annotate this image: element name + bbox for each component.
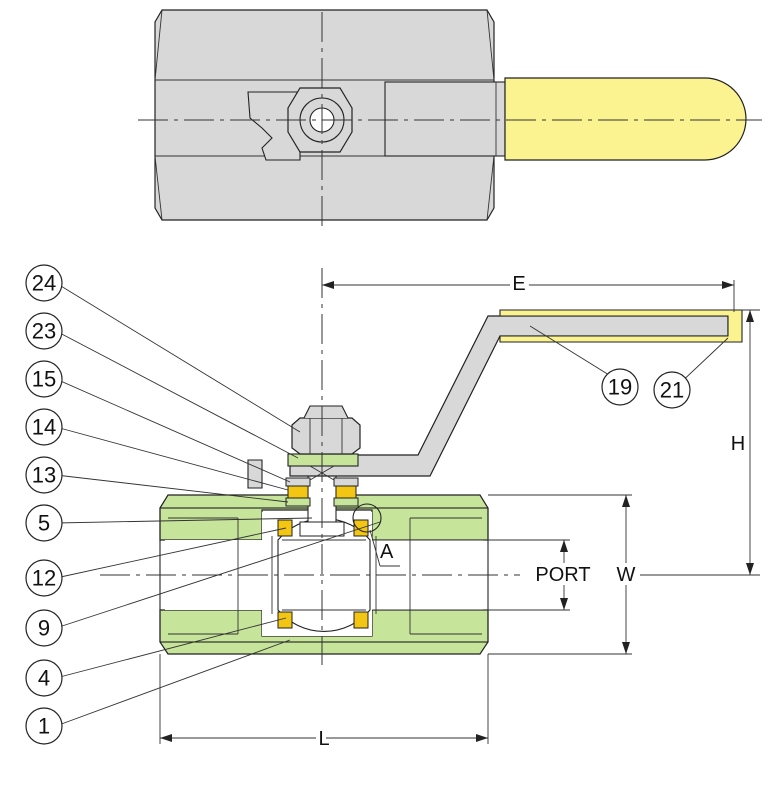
callout-21: 21 (653, 371, 691, 409)
callout-13: 13 (25, 456, 63, 494)
callout-24: 24 (25, 264, 63, 302)
svg-text:21: 21 (660, 378, 684, 403)
dimensions: E H W PORT L (159, 269, 760, 754)
svg-text:23: 23 (32, 319, 56, 344)
dimension-w-label: W (617, 564, 636, 586)
svg-text:24: 24 (32, 271, 56, 296)
callout-leaders (55, 282, 729, 727)
svg-text:19: 19 (608, 375, 632, 400)
handle-grip (499, 309, 743, 343)
svg-text:13: 13 (32, 463, 56, 488)
top-view-handle-grip (504, 77, 747, 161)
top-view (138, 9, 762, 232)
gland-packing-right (335, 485, 357, 499)
callout-19: 19 (601, 368, 639, 406)
svg-text:14: 14 (32, 415, 56, 440)
dimension-e-label: E (512, 273, 525, 295)
gland-packing-left (287, 485, 309, 499)
callout-14: 14 (25, 408, 63, 446)
dimension-port-label: PORT (535, 564, 590, 586)
svg-text:1: 1 (38, 714, 50, 739)
dimension-l-label: L (318, 728, 329, 750)
side-section-view: A (100, 268, 743, 665)
stem-nut (291, 417, 361, 455)
callout-5: 5 (25, 504, 63, 542)
svg-text:9: 9 (38, 616, 50, 641)
svg-text:12: 12 (32, 566, 56, 591)
svg-text:15: 15 (32, 367, 56, 392)
dimension-h-label: H (731, 433, 745, 455)
top-view-handle-stem (384, 81, 506, 157)
callout-1: 1 (25, 707, 63, 745)
svg-text:4: 4 (38, 666, 50, 691)
detail-label-a: A (380, 541, 394, 563)
callout-12: 12 (25, 559, 63, 597)
svg-text:5: 5 (38, 511, 50, 536)
callout-23: 23 (25, 312, 63, 350)
seat-lower-right (353, 611, 369, 629)
callout-15: 15 (25, 360, 63, 398)
nut-washer (287, 453, 359, 467)
detail-circle-a (352, 503, 382, 533)
callout-9: 9 (25, 609, 63, 647)
lock-tab (247, 459, 263, 489)
callout-4: 4 (25, 659, 63, 697)
